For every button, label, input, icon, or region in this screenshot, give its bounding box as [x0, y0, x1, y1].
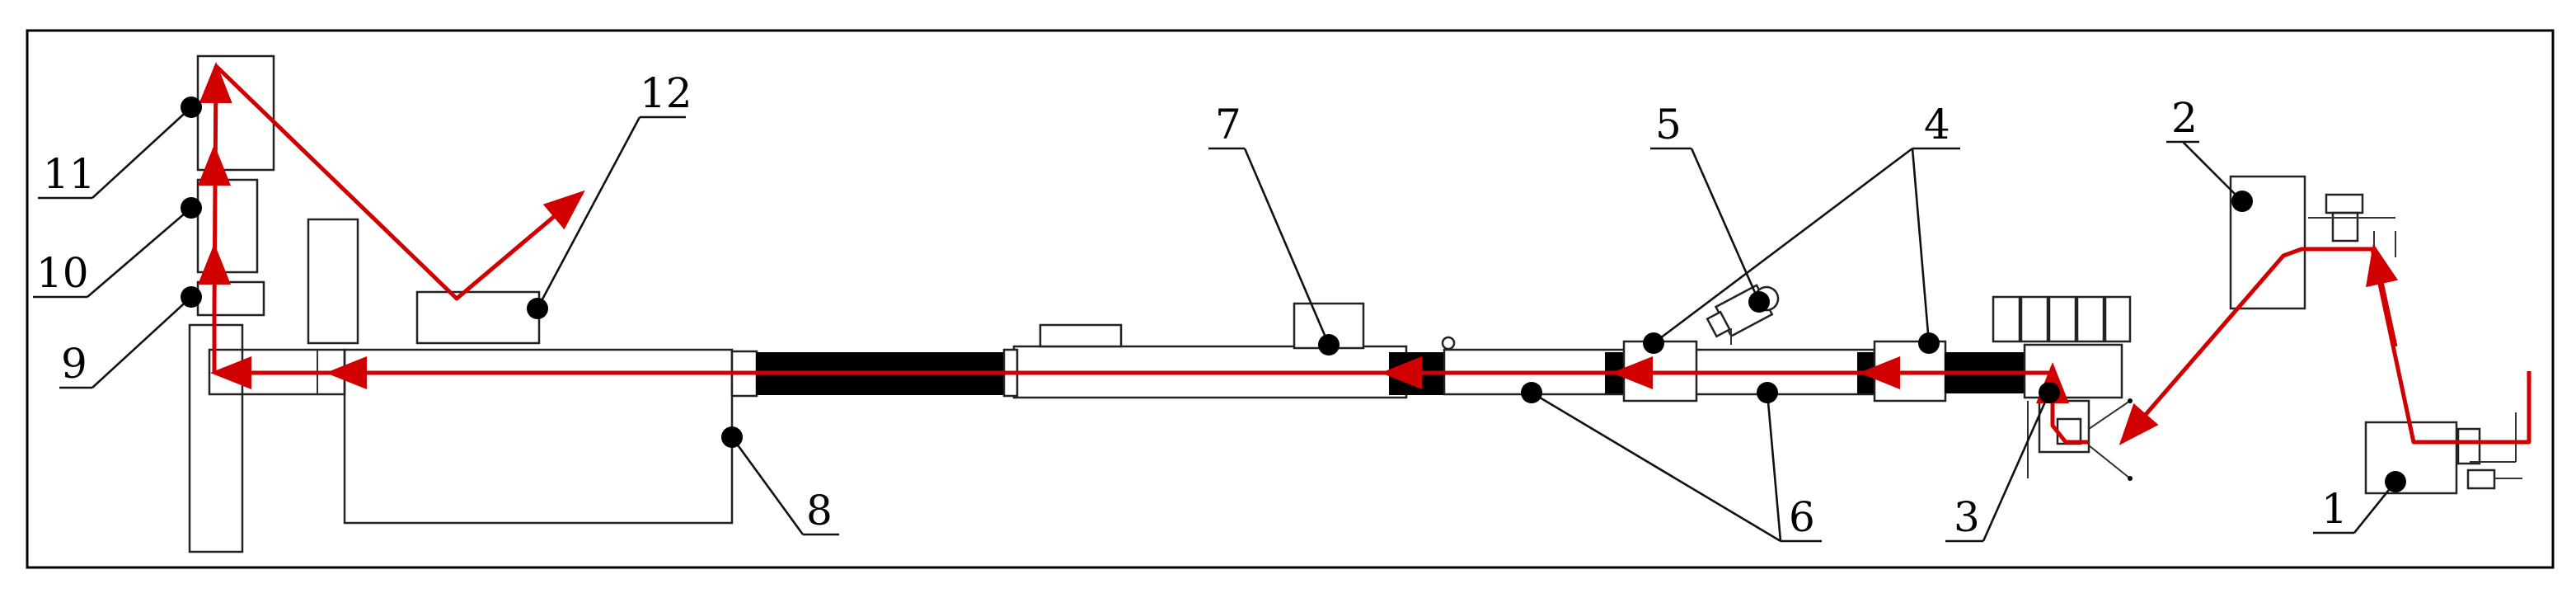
main-housing-8 [208, 348, 758, 525]
fin-5 [2104, 295, 2132, 343]
beam-arrow-up-2 [2365, 243, 2399, 347]
label-8: 8 [806, 487, 833, 534]
stand-plate [307, 218, 359, 345]
label-7: 7 [1215, 101, 1241, 148]
tube-top-plate [1039, 323, 1123, 348]
label-leaders [33, 97, 2406, 543]
diagram-frame [26, 29, 2555, 569]
label-5: 5 [1655, 101, 1682, 148]
small-fitting [1441, 336, 1456, 351]
beam-up-to-11 [199, 62, 232, 373]
label-10: 10 [36, 249, 89, 297]
component-5-gauge [1706, 284, 1780, 338]
beam-source-to-mirror [2119, 247, 2531, 445]
label-3: 3 [1954, 493, 1980, 541]
component-10-box [196, 178, 259, 274]
tube-assembly-7 [1002, 302, 1408, 399]
label-9: 9 [61, 340, 87, 388]
label-2: 2 [2171, 94, 2198, 142]
fin-1 [1992, 295, 2021, 343]
beam-11-to-12-out [214, 64, 585, 301]
fin-4 [2076, 295, 2105, 343]
component-12-box [415, 290, 541, 345]
component-3-mirror-mount [2027, 398, 2133, 481]
component-9-box [196, 280, 265, 317]
label-11: 11 [43, 150, 96, 198]
label-12: 12 [640, 69, 692, 117]
housing-8-body [343, 348, 734, 525]
number-labels: 11 10 9 12 8 7 5 4 6 3 2 1 [36, 69, 2348, 541]
fin-3 [2048, 295, 2077, 343]
fin-2 [2020, 295, 2049, 343]
label-1: 1 [2321, 485, 2348, 533]
label-4: 4 [1924, 101, 1950, 148]
label-6: 6 [1789, 493, 1815, 541]
